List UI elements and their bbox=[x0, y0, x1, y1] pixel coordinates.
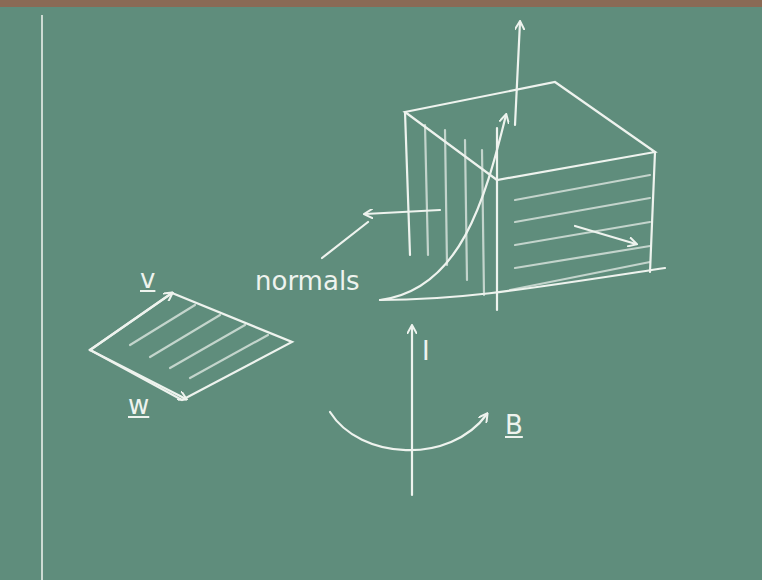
cube bbox=[322, 22, 665, 310]
board-frame bbox=[0, 0, 762, 7]
current-label: I bbox=[422, 338, 430, 364]
vector-label: v bbox=[140, 266, 155, 292]
current-field bbox=[330, 326, 487, 495]
surface-patch bbox=[90, 293, 292, 400]
field-label: B bbox=[505, 412, 523, 438]
margin-line bbox=[41, 15, 43, 580]
callout-label: normals bbox=[255, 268, 360, 294]
vector-label: w bbox=[128, 392, 149, 418]
